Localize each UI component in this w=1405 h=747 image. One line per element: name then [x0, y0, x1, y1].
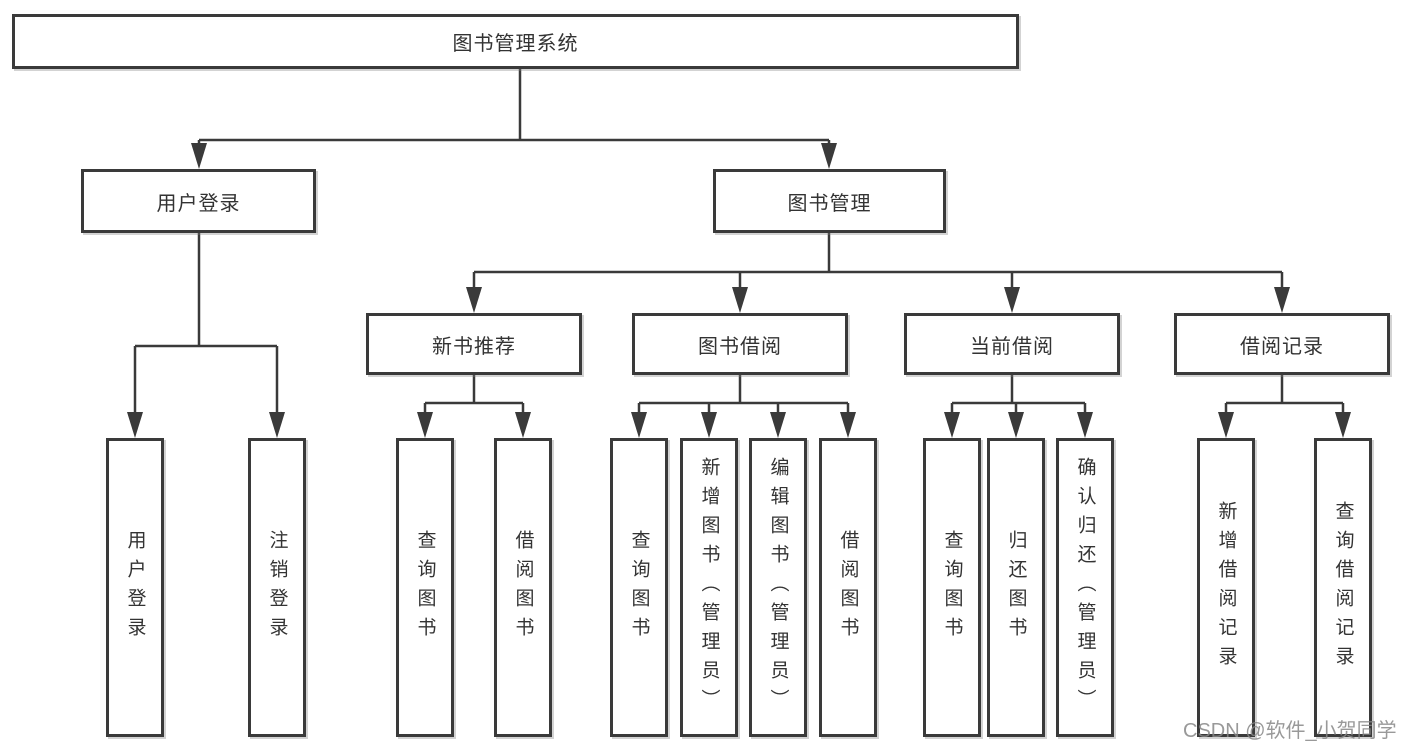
leaf-query-books-recommend: 查询图书	[396, 438, 454, 737]
watermark-text: CSDN @软件_小贺同学	[1183, 720, 1397, 742]
leaf-confirm-return-admin: 确认归还（管理员）	[1056, 438, 1114, 737]
node-library-management-system: 图书管理系统	[12, 14, 1019, 69]
leaf-query-borrow-record: 查询借阅记录	[1314, 438, 1372, 737]
node-borrow-records: 借阅记录	[1174, 313, 1390, 375]
leaf-add-borrow-record: 新增借阅记录	[1197, 438, 1255, 737]
leaf-add-book-admin: 新增图书（管理员）	[680, 438, 738, 737]
leaf-query-books-borrow: 查询图书	[610, 438, 668, 737]
leaf-borrow-books-recommend: 借阅图书	[494, 438, 552, 737]
leaf-borrow-books: 借阅图书	[819, 438, 877, 737]
node-new-book-recommend: 新书推荐	[366, 313, 582, 375]
leaf-query-books-current: 查询图书	[923, 438, 981, 737]
leaf-user-login: 用户登录	[106, 438, 164, 737]
node-book-management: 图书管理	[713, 169, 946, 233]
leaf-logout: 注销登录	[248, 438, 306, 737]
leaf-edit-book-admin: 编辑图书（管理员）	[749, 438, 807, 737]
arrowheads	[127, 143, 1351, 438]
node-user-login: 用户登录	[81, 169, 316, 233]
leaf-return-book: 归还图书	[987, 438, 1045, 737]
node-book-borrow: 图书借阅	[632, 313, 848, 375]
node-current-borrow: 当前借阅	[904, 313, 1120, 375]
